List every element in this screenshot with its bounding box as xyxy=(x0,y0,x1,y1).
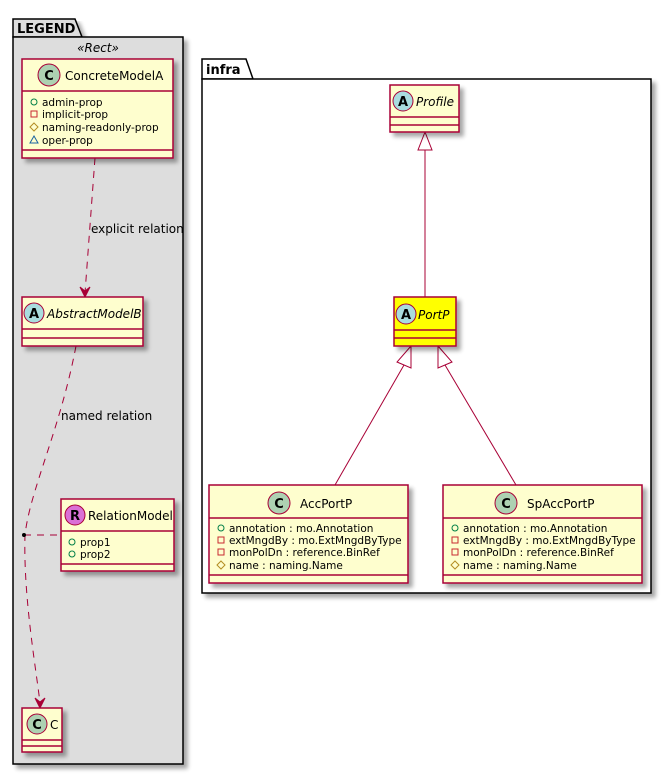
class-relation-model[interactable]: R RelationModel prop1 prop2 xyxy=(60,498,175,572)
relation-accportp-portp xyxy=(334,344,412,486)
attribute: monPolDn : reference.BinRef xyxy=(229,547,380,559)
public-visibility-icon xyxy=(217,524,225,532)
explicit-relation-arrowhead xyxy=(79,286,91,299)
public-visibility-icon xyxy=(68,550,76,558)
protected-visibility-icon xyxy=(450,560,460,570)
class-name: AccPortP xyxy=(300,497,352,511)
attribute: implicit-prop xyxy=(42,109,108,121)
attribute: admin-prop xyxy=(42,97,103,109)
generalization-line-spaccportp xyxy=(444,364,517,486)
class-name: AbstractModelB xyxy=(46,307,142,321)
attribute: prop2 xyxy=(80,549,111,561)
public-visibility-icon xyxy=(68,538,76,546)
attribute: annotation : mo.Annotation xyxy=(229,523,373,535)
public-visibility-icon xyxy=(30,98,38,106)
named-relation-label: named relation xyxy=(61,409,152,423)
attribute: oper-prop xyxy=(42,135,93,147)
relation-named: named relation xyxy=(22,345,152,710)
relation-explicit: explicit relation xyxy=(79,157,184,299)
attribute: extMngdBy : mo.ExtMngdByType xyxy=(463,535,636,547)
class-name: PortP xyxy=(418,308,450,322)
abstract-spot-icon xyxy=(23,302,45,324)
class-name: SpAccPortP xyxy=(527,497,594,511)
attribute: prop1 xyxy=(80,537,111,549)
private-visibility-icon xyxy=(451,536,459,544)
package-visibility-icon xyxy=(29,134,39,144)
class-spot-letter: C xyxy=(44,69,54,84)
class-port-p[interactable]: A PortP xyxy=(393,296,457,347)
legend-stereotype: «Rect» xyxy=(77,41,119,55)
attribute: monPolDn : reference.BinRef xyxy=(463,547,614,559)
class-concrete-model-a[interactable]: C ConcreteModelA admin-prop implicit-pro… xyxy=(21,58,174,159)
class-spot-icon xyxy=(26,713,48,735)
class-spot-letter: A xyxy=(398,95,408,110)
protected-visibility-icon xyxy=(29,122,39,132)
class-spot-letter: C xyxy=(274,497,284,512)
generalization-triangle-accportp xyxy=(396,344,412,369)
abstract-spot-icon xyxy=(395,303,417,325)
generalization-triangle-spaccportp xyxy=(437,344,453,369)
class-name: ConcreteModelA xyxy=(65,69,164,83)
class-abstract-model-b[interactable]: A AbstractModelB xyxy=(21,296,144,347)
attribute: annotation : mo.Annotation xyxy=(463,523,607,535)
class-acc-port-p[interactable]: C AccPortP annotation : mo.Annotation ex… xyxy=(208,484,409,584)
explicit-relation-label: explicit relation xyxy=(91,222,184,236)
public-visibility-icon xyxy=(451,524,459,532)
protected-visibility-icon xyxy=(216,560,226,570)
attribute: name : naming.Name xyxy=(463,560,577,572)
class-box xyxy=(208,484,409,584)
class-spot-letter: A xyxy=(401,308,411,323)
class-spot-icon xyxy=(494,491,518,515)
class-sp-acc-port-p[interactable]: C SpAccPortP annotation : mo.Annotation … xyxy=(442,484,643,584)
generalization-line-accportp xyxy=(334,364,405,486)
infra-package-title: infra xyxy=(206,63,241,78)
class-spot-letter: A xyxy=(29,307,39,322)
class-profile[interactable]: A Profile xyxy=(389,84,460,133)
association-junction-dot xyxy=(22,533,26,537)
class-name: C xyxy=(50,718,58,732)
class-spot-icon xyxy=(37,63,61,87)
class-spot-letter: C xyxy=(32,718,42,733)
attribute: name : naming.Name xyxy=(229,560,343,572)
relation-spot-icon xyxy=(64,504,86,526)
class-box xyxy=(442,484,643,584)
legend-package-title: LEGEND xyxy=(17,22,76,37)
class-c[interactable]: C C xyxy=(21,707,63,753)
class-name: RelationModel xyxy=(88,509,173,523)
private-visibility-icon xyxy=(30,110,38,118)
private-visibility-icon xyxy=(217,548,225,556)
private-visibility-icon xyxy=(217,536,225,544)
named-relation-arrowhead xyxy=(34,697,46,710)
explicit-relation-line xyxy=(84,157,96,294)
attribute: extMngdBy : mo.ExtMngdByType xyxy=(229,535,402,547)
generalization-triangle-profile xyxy=(417,130,433,151)
attribute: naming-readonly-prop xyxy=(42,122,159,134)
class-spot-letter: R xyxy=(70,509,80,524)
class-spot-icon xyxy=(267,491,291,515)
relation-spaccportp-portp xyxy=(437,344,517,486)
abstract-spot-icon xyxy=(392,90,414,112)
private-visibility-icon xyxy=(451,548,459,556)
relation-portp-profile xyxy=(417,130,433,297)
class-name: Profile xyxy=(416,95,454,109)
class-spot-letter: C xyxy=(501,497,511,512)
